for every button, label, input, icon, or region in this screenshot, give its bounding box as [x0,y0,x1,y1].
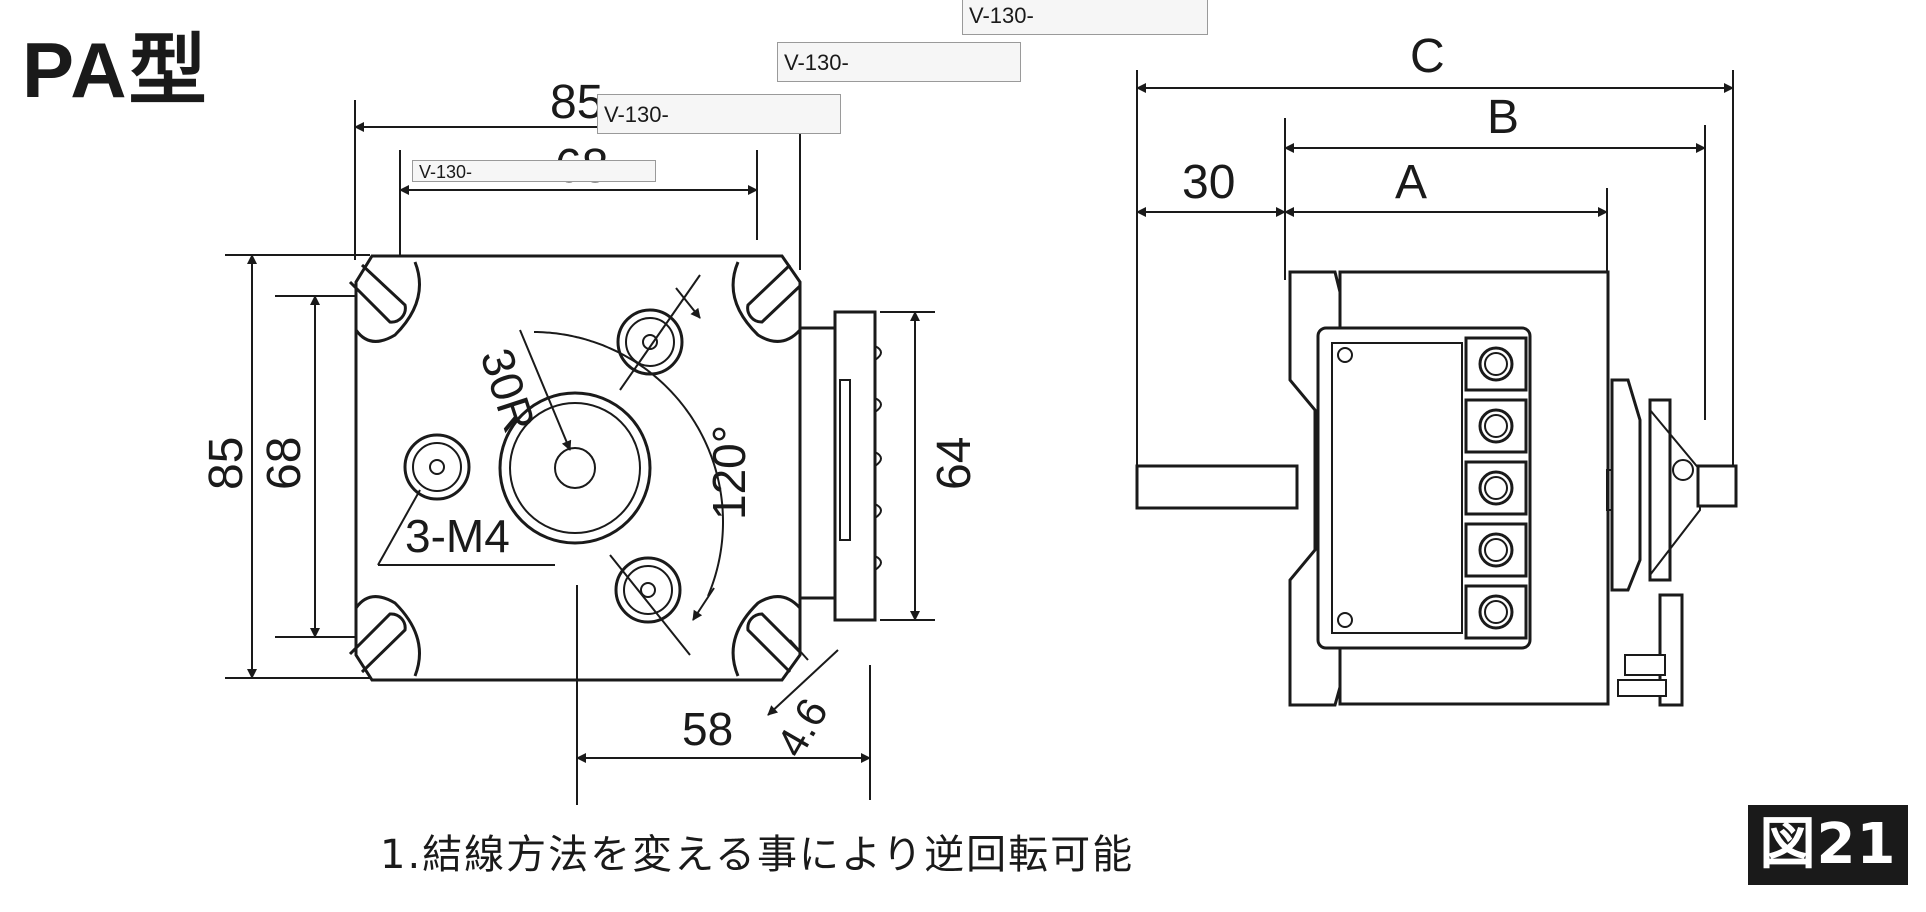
dim-shaft-length: 30 [1182,156,1235,209]
dim-height-inner: 68 [258,437,311,490]
model-tag-4: V-130- [412,160,656,182]
dim-height-outer: 85 [200,437,253,490]
front-view [225,100,935,805]
side-view [1135,70,1738,707]
dim-width-outer: 85 [550,76,603,129]
footnote: 1.結線方法を変える事により逆回転可能 [380,832,1135,878]
dim-b: B [1487,91,1519,144]
dim-thread: 3-M4 [405,510,510,562]
page-title: PA型 [22,26,209,114]
dim-c: C [1410,30,1445,83]
figure-label: 図21 [1748,805,1908,885]
dim-slot: 4.6 [767,690,837,764]
model-tag-1: V-130- [962,0,1208,35]
dim-a: A [1395,156,1427,209]
dim-angle: 120° [703,425,755,520]
model-tag-3: V-130- [597,94,841,134]
model-tag-2: V-130- [777,42,1021,82]
dim-shaft-offset: 58 [682,703,733,755]
side-dimension-labels: C B 30 A [1182,30,1519,209]
dim-flange-height: 64 [928,437,981,490]
